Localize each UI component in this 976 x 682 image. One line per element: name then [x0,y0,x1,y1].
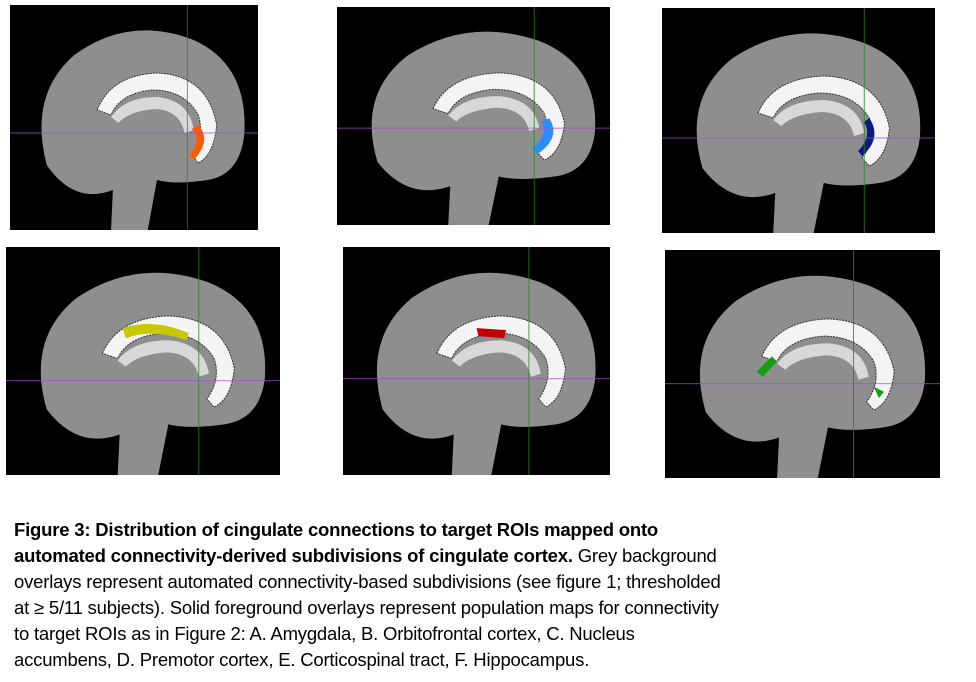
corpus-callosum [117,340,209,377]
cingulate-subdivisions [96,72,218,164]
caption-text-5: to target ROIs as in Figure 2: A. Amygda… [14,623,635,644]
connectivity-overlay [532,118,554,155]
brain-slice [40,272,266,475]
caption-title-1: Figure 3: Distribution of cingulate conn… [14,519,659,540]
brain-slice [376,272,596,475]
corpus-callosum [773,100,865,136]
brain-panel-c [662,8,935,233]
brain-panel-a [10,5,258,230]
cingulate-subdivisions [436,315,566,408]
corpus-callosum [777,343,869,380]
cingulate-subdivisions [432,72,566,161]
connectivity-overlay [122,324,189,341]
cingulate-subdivisions [761,318,895,411]
connectivity-overlay [476,328,507,339]
brain-panel-f [665,250,940,478]
brain-slice [699,275,926,478]
corpus-callosum [111,97,194,133]
brain-slice [41,30,245,230]
caption-title-2: automated connectivity-derived subdivisi… [14,545,573,566]
figure-caption: Figure 3: Distribution of cingulate conn… [14,517,721,673]
caption-text-3: overlays represent automated connectivit… [14,571,721,592]
cingulate-subdivisions [101,315,235,408]
caption-text-2: Grey background [572,545,717,566]
corpus-callosum [451,340,541,377]
connectivity-overlay [756,356,884,398]
cingulate-subdivisions [757,75,891,167]
caption-text-6: accumbens, D. Premotor cortex, E. Cortic… [14,649,590,670]
corpus-callosum [448,96,540,132]
connectivity-overlay [858,118,875,156]
brain-panel-b [337,7,610,225]
brain-panel-d [6,247,280,475]
brain-panel-e [343,247,610,475]
connectivity-overlay [189,125,205,160]
caption-text-4: at ≥ 5/11 subjects). Solid foreground ov… [14,597,719,618]
